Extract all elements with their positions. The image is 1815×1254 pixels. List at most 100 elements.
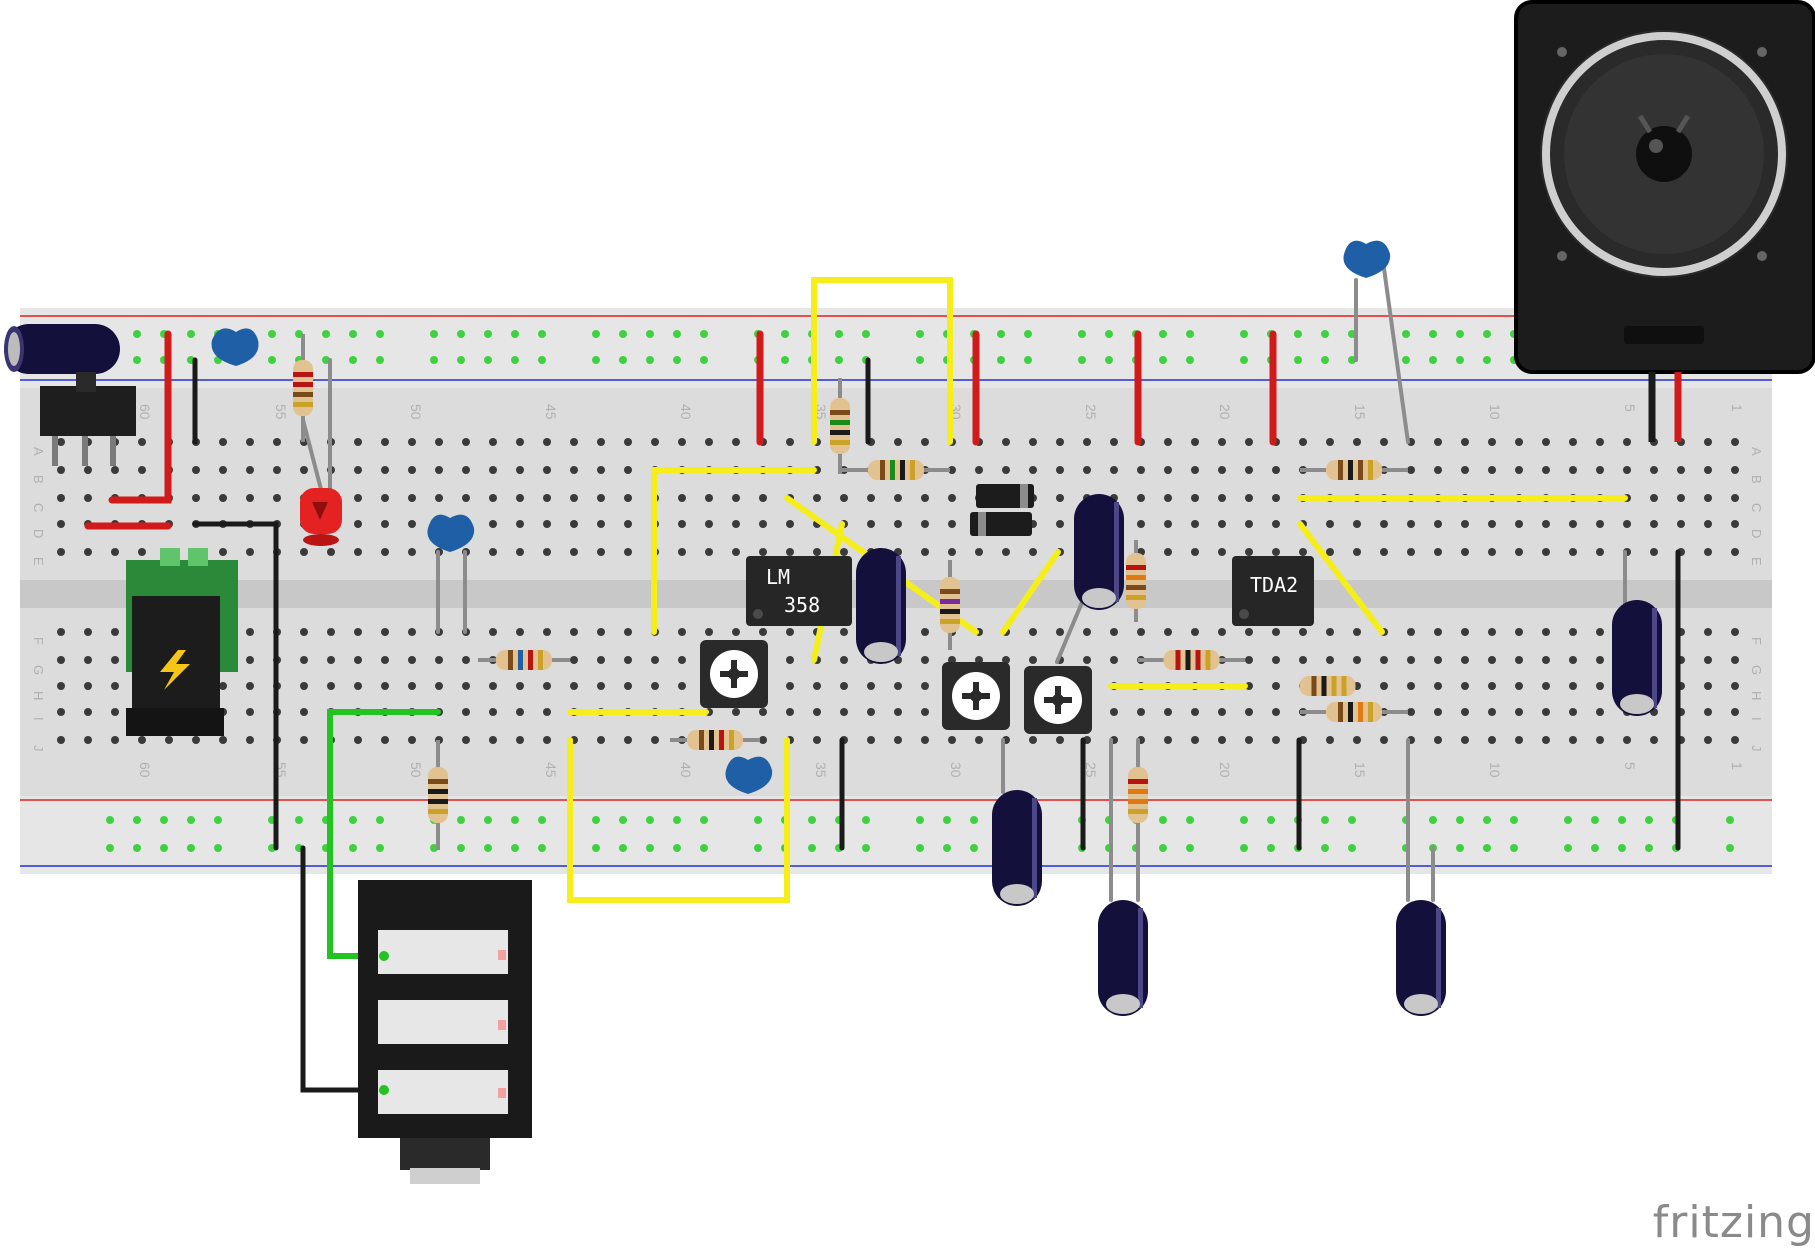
hole xyxy=(1542,628,1550,636)
hole xyxy=(354,656,362,664)
hole xyxy=(354,466,362,474)
electrolytic-cap-mid xyxy=(1074,494,1124,610)
hole xyxy=(1272,708,1280,716)
rail-hole xyxy=(1186,356,1194,364)
hole xyxy=(1299,438,1307,446)
hole xyxy=(624,548,632,556)
hole xyxy=(1704,520,1712,528)
rail-hole xyxy=(1267,844,1275,852)
hole xyxy=(1461,520,1469,528)
rail-hole xyxy=(997,330,1005,338)
rail-hole xyxy=(862,844,870,852)
hole xyxy=(1326,656,1334,664)
trimmer-pots xyxy=(700,640,1092,734)
hole xyxy=(354,494,362,502)
yellow-wire-1 xyxy=(811,277,953,445)
hole xyxy=(678,438,686,446)
rail-hole xyxy=(1159,330,1167,338)
rail-hole xyxy=(997,356,1005,364)
hole xyxy=(1164,548,1172,556)
hole xyxy=(543,494,551,502)
hole xyxy=(840,548,848,556)
hole xyxy=(597,682,605,690)
hole xyxy=(1596,438,1604,446)
hole xyxy=(651,736,659,744)
hole xyxy=(408,548,416,556)
hole xyxy=(624,682,632,690)
hole xyxy=(894,736,902,744)
hole xyxy=(840,656,848,664)
hole xyxy=(1299,628,1307,636)
hole xyxy=(84,466,92,474)
rail-hole xyxy=(1564,816,1572,824)
hole xyxy=(462,708,470,716)
hole xyxy=(651,682,659,690)
hole xyxy=(1488,466,1496,474)
resistor-8 xyxy=(428,740,448,850)
rail-hole xyxy=(1159,816,1167,824)
hole xyxy=(516,708,524,716)
hole xyxy=(1569,736,1577,744)
rail-hole xyxy=(1402,330,1410,338)
lm358-chip: LM 358 xyxy=(746,556,852,626)
hole xyxy=(624,494,632,502)
hole xyxy=(246,466,254,474)
hole xyxy=(1218,520,1226,528)
hole xyxy=(1326,520,1334,528)
rail-hole xyxy=(781,330,789,338)
hole xyxy=(1488,628,1496,636)
electrolytic-cap-bottom-2 xyxy=(1098,900,1148,1016)
hole xyxy=(651,656,659,664)
rail-hole xyxy=(1483,330,1491,338)
hole xyxy=(1704,628,1712,636)
hole xyxy=(1596,656,1604,664)
row-letter: C xyxy=(1749,503,1764,512)
hole xyxy=(759,494,767,502)
hole xyxy=(300,736,308,744)
hole xyxy=(1380,520,1388,528)
hole xyxy=(1056,520,1064,528)
hole xyxy=(570,494,578,502)
rail-hole xyxy=(1186,844,1194,852)
hole xyxy=(894,708,902,716)
rail-hole xyxy=(1483,356,1491,364)
row-letter: A xyxy=(1749,447,1764,456)
hole xyxy=(624,628,632,636)
hole xyxy=(435,438,443,446)
rail-hole xyxy=(1348,844,1356,852)
resistor-1 xyxy=(293,334,313,442)
rail-hole xyxy=(268,330,276,338)
hole xyxy=(705,628,713,636)
rail-hole xyxy=(1429,356,1437,364)
hole xyxy=(705,438,713,446)
hole xyxy=(1731,520,1739,528)
hole xyxy=(84,736,92,744)
hole xyxy=(1407,708,1415,716)
rail-hole xyxy=(484,330,492,338)
hole xyxy=(1083,466,1091,474)
hole xyxy=(894,682,902,690)
hole xyxy=(381,656,389,664)
hole xyxy=(1326,736,1334,744)
hole xyxy=(1245,466,1253,474)
hole xyxy=(867,682,875,690)
hole xyxy=(489,548,497,556)
dc-power-jack xyxy=(126,548,238,736)
hole xyxy=(1137,494,1145,502)
rail-hole xyxy=(619,816,627,824)
hole xyxy=(1272,520,1280,528)
hole xyxy=(84,682,92,690)
hole xyxy=(1218,466,1226,474)
hole xyxy=(975,736,983,744)
hole xyxy=(1191,520,1199,528)
hole xyxy=(1569,466,1577,474)
column-number: 55 xyxy=(273,404,289,420)
column-number: 45 xyxy=(543,404,559,420)
hole xyxy=(381,494,389,502)
hole xyxy=(867,520,875,528)
hole xyxy=(543,520,551,528)
hole xyxy=(786,520,794,528)
